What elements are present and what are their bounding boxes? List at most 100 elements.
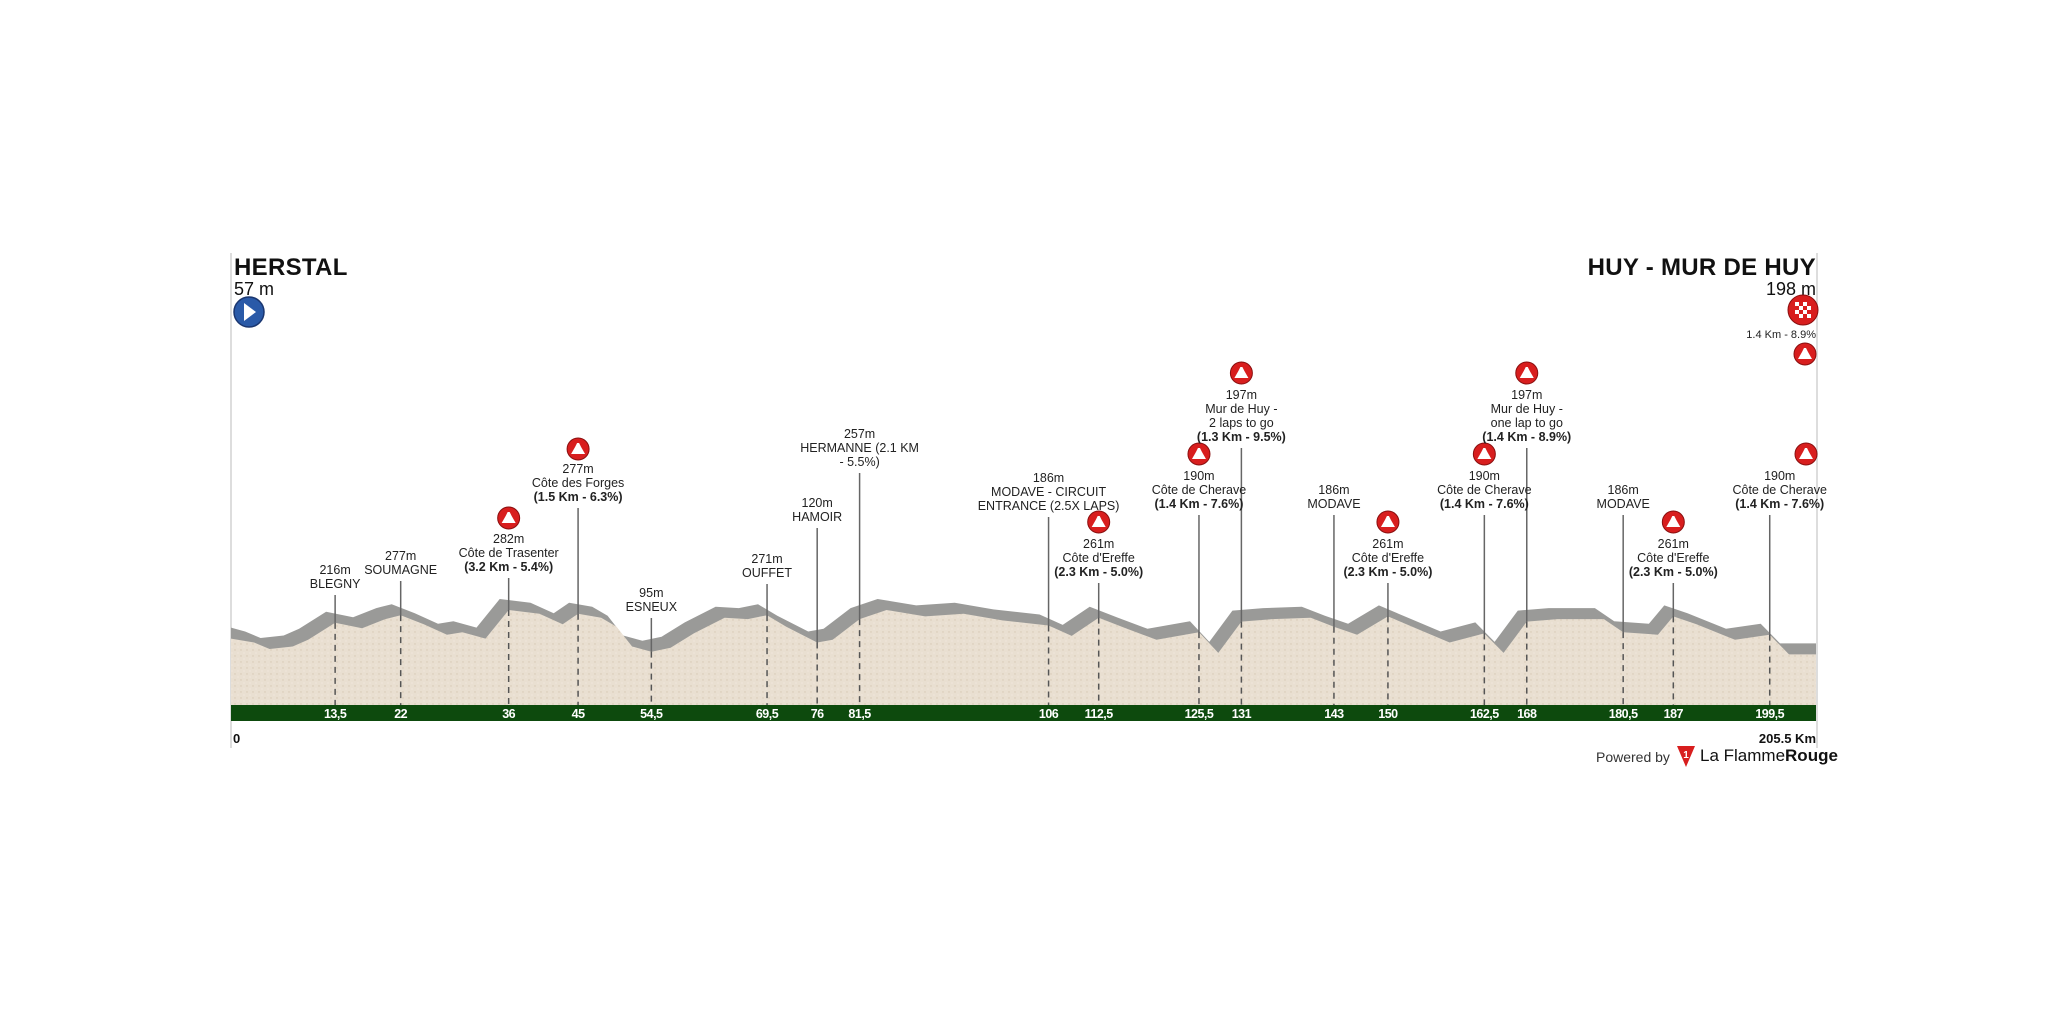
waypoint-name: Mur de Huy - [1490,402,1563,416]
waypoint-elevation: 261m [1083,537,1115,551]
climb-icon [566,437,590,461]
start-arrow-icon [233,296,265,328]
km-tick-label: 187 [1663,707,1684,721]
climb-detail: (1.5 Km - 6.3%) [533,490,623,504]
finish-climb-detail: 1.4 Km - 8.9% [1746,329,1816,341]
waypoint-name: Côte de Cherave [1732,483,1827,497]
climb-detail: (1.4 Km - 7.6%) [1154,497,1244,511]
waypoint-name: BLEGNY [309,577,361,591]
start-altitude: 57 m [234,279,275,299]
km-tick-label: 81,5 [848,707,871,721]
waypoint-elevation: 197m [1225,388,1258,402]
waypoint-name: Mur de Huy - [1205,402,1278,416]
waypoint-name: Côte de Cherave [1437,483,1532,497]
waypoint-name: HERMANNE (2.1 KM [800,441,919,455]
finish-altitude: 198 m [1765,279,1816,299]
distance-start-label: 0 [233,731,241,746]
climb-detail: (3.2 Km - 5.4%) [464,560,554,574]
waypoint-elevation: 216m [319,563,351,577]
waypoint-name: Côte d'Ereffe [1351,551,1425,565]
waypoint-elevation: 186m [1318,483,1350,497]
distance-end-label: 205.5 Km [1758,731,1816,746]
climb-icon [1794,442,1818,466]
flamme-rouge-logo-icon: 1 [1677,746,1695,767]
climb-detail: (1.3 Km - 9.5%) [1196,430,1286,444]
km-tick-label: 76 [810,707,824,721]
km-tick-label: 45 [571,707,585,721]
climb-icon [1515,361,1539,385]
km-tick-label: 125,5 [1184,707,1214,721]
climb-detail: (1.4 Km - 7.6%) [1735,497,1825,511]
brand-name-part1: La Flamme [1700,746,1786,765]
waypoint-elevation: 257m [843,427,876,441]
climb-detail: (1.4 Km - 8.9%) [1482,430,1572,444]
climb-icon [1229,361,1253,385]
waypoint-name: MODAVE [1307,497,1361,511]
km-tick-label: 162,5 [1469,707,1499,721]
climb-icon [1376,510,1400,534]
km-bar [231,705,1816,721]
waypoint-name: MODAVE - CIRCUIT [991,485,1107,499]
waypoint-elevation: 190m [1468,469,1500,483]
svg-text:1: 1 [1683,750,1689,761]
waypoint-name: MODAVE [1596,497,1650,511]
waypoint-elevation: 282m [493,532,525,546]
waypoint-elevation: 190m [1183,469,1215,483]
km-tick-label: 131 [1231,707,1252,721]
waypoint-elevation: 197m [1511,388,1543,402]
climb-detail: (2.3 Km - 5.0%) [1054,565,1144,579]
climb-icon [1472,442,1496,466]
waypoint-name: one lap to go [1490,416,1563,430]
climb-icon [497,506,521,530]
waypoint-name: SOUMAGNE [364,563,438,577]
climb-icon [1087,510,1111,534]
waypoint-name: - 5.5%) [839,455,880,469]
climb-icon [1661,510,1685,534]
powered-by-text: Powered by [1596,749,1670,765]
waypoint-name: 2 laps to go [1209,416,1274,430]
waypoint-elevation: 95m [639,586,664,600]
waypoint-name: Côte des Forges [531,476,625,490]
waypoint-name: Côte de Trasenter [458,546,559,560]
climb-detail: (1.4 Km - 7.6%) [1439,497,1529,511]
waypoint-elevation: 186m [1032,471,1065,485]
finish-city: HUY - MUR DE HUY [1587,254,1816,281]
start-city: HERSTAL [234,254,348,281]
checkered-flag-icon [1787,294,1819,326]
km-tick-label: 69,5 [755,707,779,721]
waypoint-elevation: 277m [385,549,417,563]
km-tick-label: 106 [1038,707,1059,721]
waypoint-elevation: 277m [562,462,594,476]
waypoint-name: Côte de Cherave [1151,483,1247,497]
waypoint-elevation: 261m [1657,537,1689,551]
km-tick-label: 180,5 [1608,707,1638,721]
waypoint-name: OUFFET [742,566,793,580]
waypoint-name: Côte d'Ereffe [1637,551,1710,565]
waypoint-elevation: 186m [1607,483,1639,497]
waypoint-elevation: 261m [1372,537,1404,551]
chart-frame-right [1816,253,1818,748]
climb-detail: (2.3 Km - 5.0%) [1628,565,1718,579]
climb-icon [1187,442,1211,466]
waypoint-elevation: 120m [801,496,833,510]
km-tick-label: 143 [1324,707,1344,721]
finish-climb-icon [1793,342,1817,366]
km-tick-label: 13,5 [323,707,347,721]
terrain-profile [231,610,1816,705]
waypoint-name: ENTRANCE (2.5X LAPS) [977,499,1120,513]
climb-detail: (2.3 Km - 5.0%) [1343,565,1433,579]
